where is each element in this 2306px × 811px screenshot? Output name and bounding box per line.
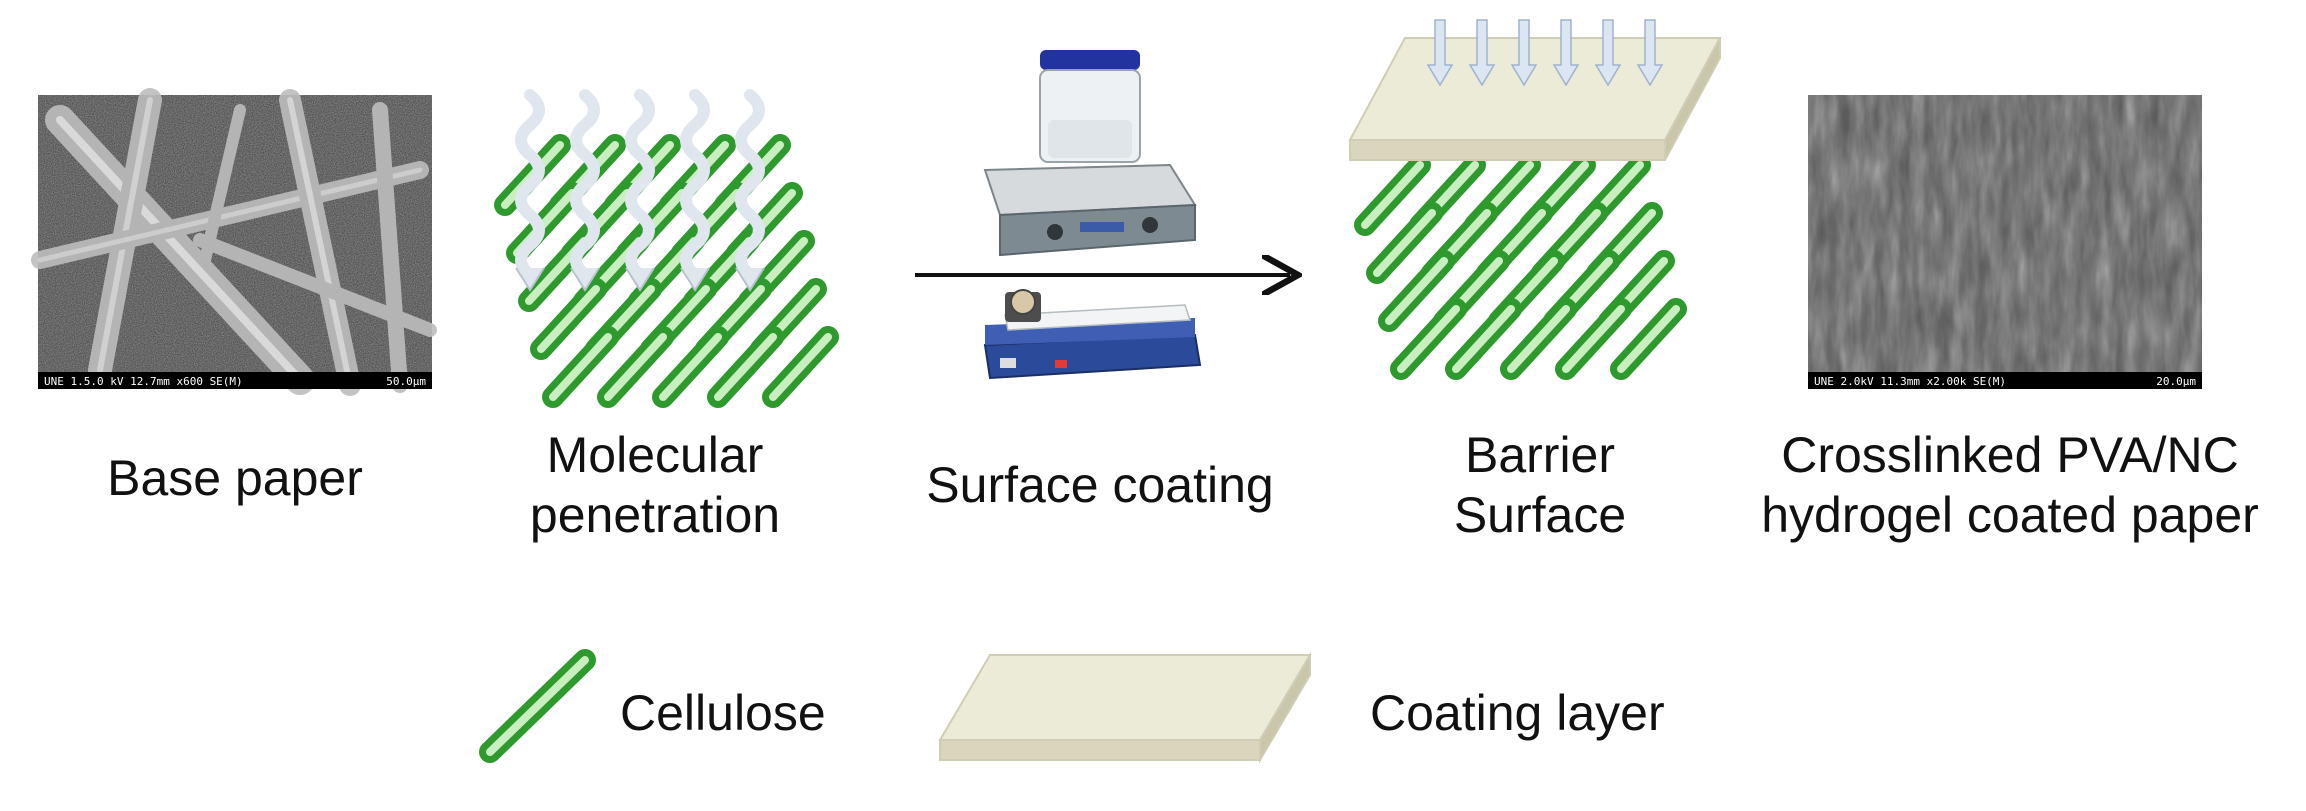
base-paper-sem-scale: 50.0µm [386,375,426,388]
legend-cellulose-icon [479,649,596,763]
cellulose-rod-highlight [537,285,600,353]
coated-paper-sem-image: UNE 2.0kV 11.3mm x2.00k SE(M) 20.0µm [1808,95,2202,389]
barrier-cellulose-rod-highlight [1361,161,1424,229]
label-penetration: penetration [529,487,781,543]
barrier-cellulose-rods [1354,154,1687,380]
coated-paper-sem-caption: UNE 2.0kV 11.3mm x2.00k SE(M) [1814,375,2006,388]
label-barrier-surface: Barrier Surface [1380,425,1700,545]
penetration-arrowhead [625,267,655,292]
legend-coating-layer-label: Coating layer [1370,685,1665,741]
barrier-down-arrow [1468,19,1496,87]
label-molecular: Molecular [546,427,764,483]
legend-coating-layer-icon [938,651,1312,764]
penetration-arrowhead [570,267,600,292]
barrier-down-arrow [1552,19,1580,87]
cellulose-rod-highlight [549,333,612,401]
barrier-down-arrow [1594,19,1622,87]
penetration-wave-arrow [515,89,545,281]
label-barrier: Barrier [1464,427,1616,483]
barrier-cellulose-rod-highlight [1373,209,1436,277]
barrier-cellulose-rod-highlight [1617,305,1680,373]
barrier-down-arrows [1426,19,1664,87]
barrier-coating-layer [1348,37,1722,161]
barrier-cellulose-rod-highlight [1562,305,1625,373]
label-hydrogel: hydrogel coated paper [1761,487,2259,543]
penetration-arrows [515,89,765,292]
barrier-cellulose-rod-highlight [1507,305,1570,373]
legend-cellulose-label: Cellulose [620,685,826,741]
penetration-arrowhead [680,267,710,292]
penetration-wave-arrow [680,89,710,281]
cellulose-rod-highlight [769,333,832,401]
barrier-cellulose-rod-highlight [1452,305,1515,373]
penetration-wave-arrow [570,89,600,281]
cellulose-rod-highlight [659,333,722,401]
barrier-cellulose-rod-highlight [1385,257,1448,325]
base-paper-sem-image: UNE 1.5.0 kV 12.7mm x600 SE(M) 50.0µm [31,88,437,396]
barrier-down-arrow [1510,19,1538,87]
cellulose-rod-highlight [604,333,667,401]
label-crosslinked: Crosslinked PVA/NC [1781,427,2239,483]
penetration-wave-arrow [735,89,765,281]
coated-paper-sem-scale: 20.0µm [2156,375,2196,388]
film-applicator-icon [983,289,1202,380]
base-paper-sem-caption: UNE 1.5.0 kV 12.7mm x600 SE(M) [44,375,243,388]
barrier-cellulose-rod-highlight [1397,305,1460,373]
label-coated-paper: Crosslinked PVA/NC hydrogel coated paper [1720,425,2300,545]
barrier-down-arrow [1636,19,1664,87]
penetration-wave-arrow [625,89,655,281]
label-molecular-penetration: Molecular penetration [480,425,830,545]
label-surface-coating: Surface coating [926,457,1274,513]
penetration-arrowhead [735,267,765,292]
label-surface: Surface [1453,487,1627,543]
label-base-paper: Base paper [107,450,363,506]
cellulose-rod-lattice [494,134,839,408]
barrier-down-arrow [1426,19,1454,87]
cellulose-rod-highlight [714,333,777,401]
hot-plate-stirrer-icon [983,50,1197,257]
penetration-arrowhead [515,267,545,292]
